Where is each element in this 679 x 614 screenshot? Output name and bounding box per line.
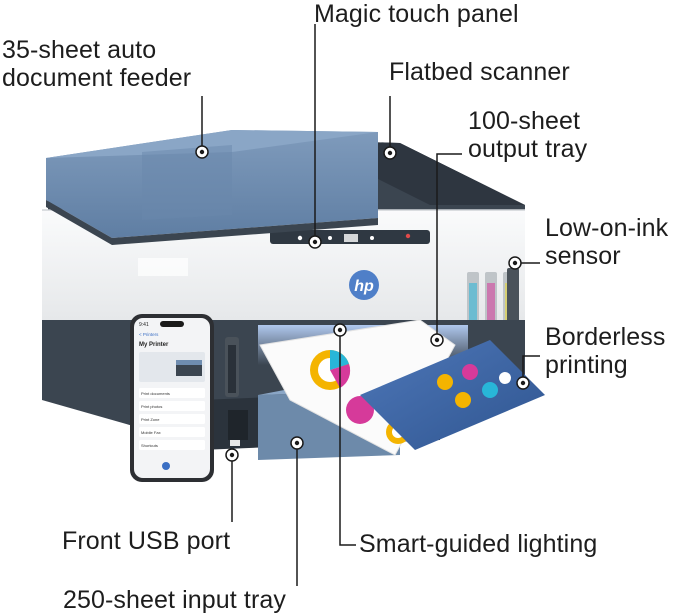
phone-menu-item: Print photos	[141, 404, 162, 409]
phone-back-link: < Printers	[139, 332, 159, 337]
callout-input-tray-text: 250-sheet input tray	[63, 586, 286, 614]
callout-flatbed: Flatbed scanner	[389, 58, 570, 86]
phone-menu: Print documents Print photos Print Zone …	[139, 388, 205, 450]
callout-dot-icon	[308, 235, 322, 249]
callout-low-ink-line2: sensor	[545, 242, 621, 270]
phone-title: My Printer	[139, 342, 169, 348]
callout-adf-line2: document feeder	[2, 64, 192, 92]
phone-menu-item: Shortcuts	[141, 443, 158, 448]
printer-body: hp	[42, 209, 525, 330]
document-feeder-lid	[46, 130, 378, 276]
printed-paper	[259, 319, 545, 456]
callout-usb-text: Front USB port	[62, 527, 231, 555]
callout-dots	[195, 145, 530, 462]
callout-low-ink-line1: Low-on-ink	[545, 214, 669, 242]
callout-output-tray: 100-sheet output tray	[468, 107, 587, 163]
callout-borderless: Borderless printing	[545, 323, 666, 379]
phone-time: 9:41	[139, 322, 149, 328]
callout-lighting-text: Smart-guided lighting	[359, 530, 598, 558]
phone-menu-item: Print Zone	[141, 417, 160, 422]
leader-lines	[201, 24, 540, 586]
callout-lighting: Smart-guided lighting	[359, 530, 597, 558]
callout-low-ink: Low-on-ink sensor	[545, 214, 668, 270]
smartphone: 9:41 < Printers My Printer Print documen…	[130, 314, 214, 482]
callout-input-tray: 250-sheet input tray	[63, 586, 286, 614]
callout-dot-icon	[333, 323, 347, 337]
hp-logo: hp	[349, 270, 379, 300]
callout-usb: Front USB port	[62, 527, 230, 555]
callout-output-tray-line1: 100-sheet	[468, 107, 581, 135]
callout-magic-touch-text: Magic touch panel	[314, 0, 519, 28]
ink-tanks	[467, 268, 519, 330]
callout-dot-icon	[508, 256, 522, 270]
phone-menu-item: Mobile Fax	[141, 430, 161, 435]
callout-dot-icon	[225, 448, 239, 462]
callout-dot-icon	[195, 145, 209, 159]
callout-dot-icon	[516, 376, 530, 390]
callout-flatbed-text: Flatbed scanner	[389, 58, 570, 86]
callout-output-tray-line2: output tray	[468, 135, 588, 163]
phone-menu-item: Print documents	[141, 391, 170, 396]
callout-adf: 35-sheet auto document feeder	[2, 36, 191, 92]
callout-adf-line1: 35-sheet auto	[2, 36, 157, 64]
callout-dot-icon	[383, 146, 397, 160]
callout-dot-icon	[430, 333, 444, 347]
usb-port-icon	[230, 440, 240, 446]
callout-magic-touch: Magic touch panel	[314, 0, 519, 28]
hp-logo-text: hp	[354, 278, 374, 295]
callout-dot-icon	[290, 436, 304, 450]
callout-borderless-line2: printing	[545, 351, 628, 379]
callout-borderless-line1: Borderless	[545, 323, 666, 351]
